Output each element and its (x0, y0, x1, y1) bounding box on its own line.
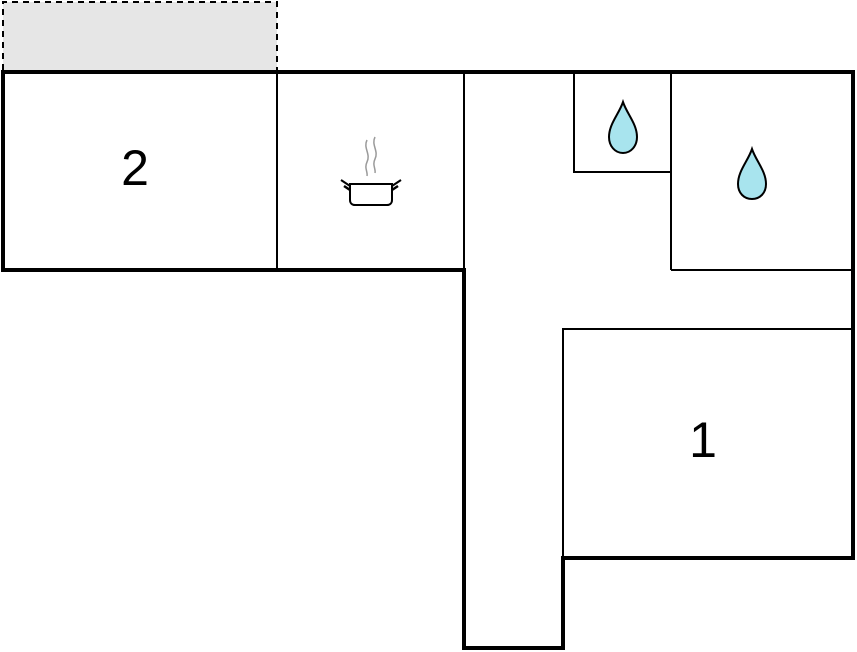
cooking-pot-icon (340, 136, 402, 206)
room-2-label: 2 (121, 140, 149, 196)
water-drop-icon (736, 145, 768, 201)
interior-walls (276, 72, 853, 558)
terrace (2, 1, 278, 72)
room-1-label: 1 (689, 412, 717, 468)
water-drop-icon (607, 98, 639, 155)
outer-walls (1, 70, 855, 650)
